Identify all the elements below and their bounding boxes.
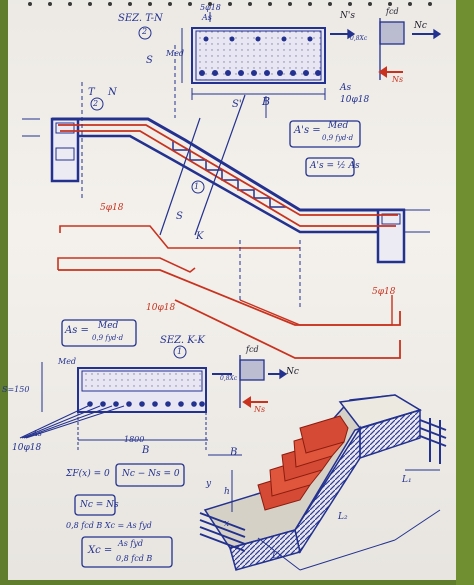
section-tn-top-bars-label: 5φ18 bbox=[200, 3, 221, 12]
equilibrium-force: 0,8 fcd B Xc = As fyd bbox=[66, 521, 152, 530]
section-tn-med: Med bbox=[166, 49, 185, 58]
section-kk-med: Med bbox=[58, 357, 77, 366]
equilibrium-xc-lhs: Xc = bbox=[88, 545, 113, 556]
section-tn-bottom-bars-label: 10φ18 bbox=[340, 95, 370, 105]
kk-leader-lines bbox=[19, 405, 125, 439]
formula-as-num: Med bbox=[98, 321, 119, 331]
section-kk-bars bbox=[87, 401, 205, 407]
section-kk-bars-label: 10φ18 bbox=[12, 443, 42, 453]
cut-label-n: N bbox=[108, 87, 117, 98]
section-tn-nc: Nc bbox=[414, 21, 427, 31]
stair-right-bars: 5φ18 bbox=[372, 287, 396, 297]
section-tn-ns: Ns bbox=[392, 75, 404, 84]
stair-top-bars: 5φ18 bbox=[100, 203, 124, 213]
section-kk-number: 1 bbox=[177, 347, 183, 356]
section-tn-width: B bbox=[262, 95, 271, 108]
stair-bottom-bars: 10φ18 bbox=[146, 303, 176, 313]
circle-label-2: 2 bbox=[93, 99, 99, 108]
formula-as-prime-num: Med bbox=[328, 121, 349, 131]
iso-label-x: x bbox=[224, 519, 230, 529]
ns-arrow-kk bbox=[242, 396, 268, 408]
isometric-stair bbox=[199, 394, 447, 571]
section-tn-fcd: fcd bbox=[386, 7, 399, 16]
stress-block-tn bbox=[330, 18, 442, 80]
circled-numbers bbox=[90, 26, 205, 359]
section-tn-title: SEZ. T-N bbox=[118, 13, 163, 24]
circle-label-1: 1 bbox=[194, 182, 200, 191]
formula-boxes bbox=[61, 120, 361, 568]
iso-label-l3: L₃ bbox=[272, 551, 282, 561]
equilibrium-sum: ΣF(x) = 0 bbox=[66, 469, 110, 479]
iso-label-l2: L₂ bbox=[338, 512, 348, 522]
section-kk-title: SEZ. K-K bbox=[160, 335, 205, 346]
cut-label-t: T bbox=[88, 87, 95, 98]
iso-label-l1: L₁ bbox=[402, 475, 412, 485]
section-kk-fcd: fcd bbox=[246, 345, 259, 354]
iso-label-h: h bbox=[224, 487, 230, 497]
equilibrium-nc-eq-ns: Nc = Ns bbox=[80, 500, 119, 510]
stress-block-kk bbox=[212, 355, 288, 408]
cut-label-k: K bbox=[196, 231, 204, 242]
section-tn-top-bars bbox=[203, 36, 313, 42]
cut-label-s-prime: S' bbox=[232, 99, 242, 110]
formula-as-prime-lhs: A's = bbox=[294, 125, 321, 136]
ns-arrow-tn bbox=[378, 66, 403, 78]
section-kk-height: S=150 bbox=[2, 385, 30, 394]
section-tn-strain: 0,8Xc bbox=[350, 35, 368, 42]
section-tn-number: 2 bbox=[142, 27, 148, 36]
section-tn-bottom-as: As bbox=[340, 83, 352, 93]
section-tn-bottom-bars bbox=[199, 70, 321, 76]
section-kk-width: 1800 bbox=[124, 435, 145, 444]
section-kk-drawing bbox=[41, 362, 208, 450]
equilibrium-nc-ns: Nc − Ns = 0 bbox=[122, 469, 180, 479]
background-edge bbox=[456, 0, 474, 585]
equilibrium-xc-num: As fyd bbox=[118, 539, 144, 548]
formula-as-den: 0,9 fyd·d bbox=[92, 334, 124, 342]
formula-as-lhs: As = bbox=[65, 325, 89, 336]
equilibrium-xc-den: 0,8 fcd B bbox=[116, 554, 153, 563]
section-tn-ns-prime: N's bbox=[340, 11, 355, 21]
section-tn-top-as: As bbox=[202, 13, 212, 22]
section-tn-height: S bbox=[146, 55, 153, 66]
section-kk-b: B bbox=[142, 445, 150, 456]
formula-as-prime-den: 0,9 fyd·d bbox=[322, 134, 354, 142]
cut-label-s: S bbox=[176, 211, 183, 222]
section-kk-as: As bbox=[32, 429, 42, 438]
formula-as-prime-extra: A's = ½ As bbox=[310, 161, 360, 171]
section-kk-strain: 0,8Xc bbox=[220, 375, 238, 382]
stair-elevation bbox=[22, 45, 430, 359]
iso-label-b: B bbox=[230, 447, 238, 458]
section-kk-ns: Ns bbox=[254, 405, 266, 414]
section-kk-nc: Nc bbox=[286, 367, 299, 377]
section-tn-drawing bbox=[181, 12, 326, 100]
iso-label-y: y bbox=[206, 479, 212, 489]
